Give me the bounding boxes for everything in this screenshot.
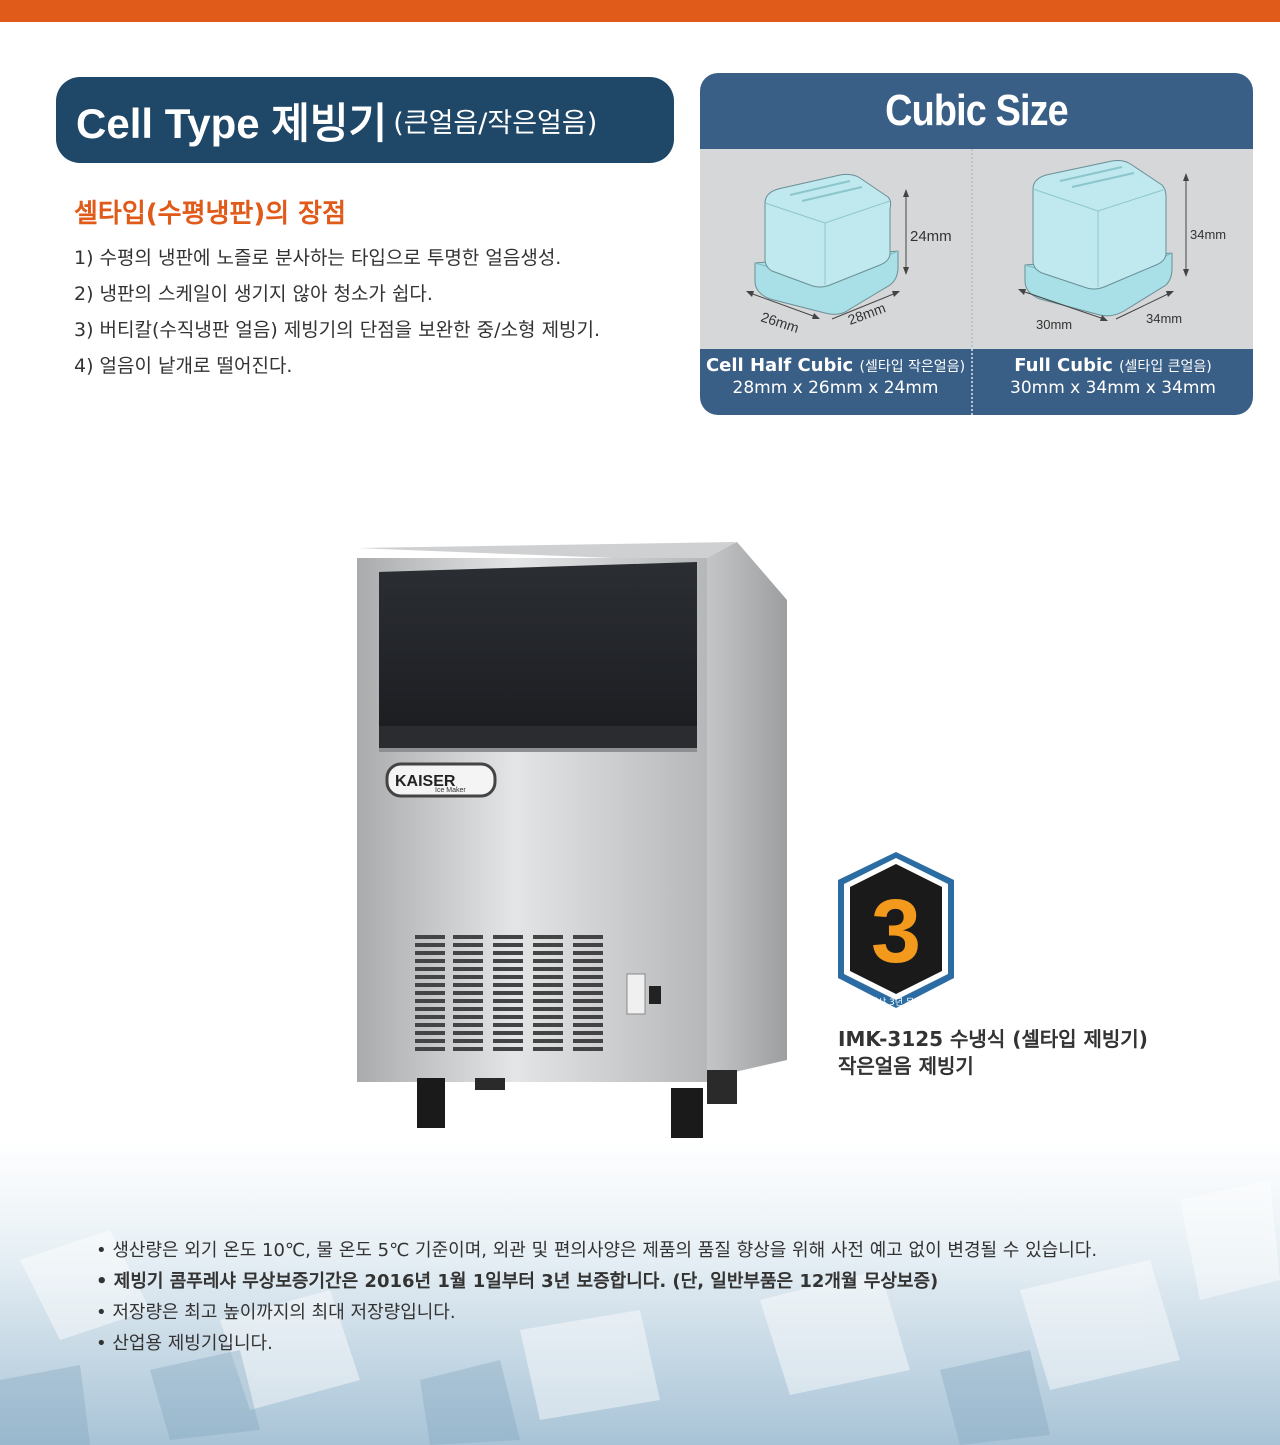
title-main: Cell Type 제빙기 <box>76 99 388 147</box>
full-cube-illustration: 34mm 30mm 34mm <box>1018 160 1226 332</box>
half-cube-illustration: 24mm 26mm 28mm <box>746 173 952 336</box>
half-dim-height: 24mm <box>910 228 952 245</box>
advantage-item: 1) 수평의 냉판에 노즐로 분사하는 타입으로 투명한 얼음생성. <box>74 247 562 269</box>
full-cubic-size: 30mm x 34mm x 34mm <box>1010 378 1216 398</box>
note-item: • 저장량은 최고 높이까지의 최대 저장량입니다. <box>96 1302 456 1323</box>
ice-background <box>0 1140 1280 1445</box>
full-cubic-name-sub: (셀타입 큰얼음) <box>1119 359 1212 375</box>
advantage-item: 4) 얼음이 낱개로 떨어진다. <box>74 355 293 377</box>
half-cubic-size: 28mm x 26mm x 24mm <box>732 378 939 398</box>
note-item: • 제빙기 콤푸레샤 무상보증기간은 2016년 1월 1일부터 3년 보증합니… <box>96 1271 939 1292</box>
full-dim-b: 34mm <box>1146 311 1182 326</box>
ice-maker-image: KAISER Ice Maker <box>357 542 787 1138</box>
top-accent-bar <box>0 0 1280 22</box>
model-caption: IMK-3125 수냉식 (셀타입 제빙기) 작은얼음 제빙기 <box>838 1026 1148 1080</box>
full-dim-height: 34mm <box>1190 227 1226 242</box>
half-dim-a: 26mm <box>759 309 801 336</box>
advantages-list: 1) 수평의 냉판에 노즐로 분사하는 타입으로 투명한 얼음생성. 2) 냉판… <box>74 240 600 384</box>
advantage-item: 3) 버티칼(수직냉판 얼음) 제빙기의 단점을 보완한 중/소형 제빙기. <box>74 319 601 341</box>
advantages-heading: 셀타입(수평냉판)의 장점 <box>74 199 347 229</box>
half-cubic-name-sub: (셀타입 작은얼음) <box>859 359 966 375</box>
notes-list: • 생산량은 외기 온도 10℃, 물 온도 5℃ 기준이며, 외관 및 편의사… <box>96 1235 1097 1359</box>
badge-number: 3 <box>871 882 921 982</box>
model-line-1: IMK-3125 수냉식 (셀타입 제빙기) <box>838 1027 1148 1051</box>
title-sub: (큰얼음/작은얼음) <box>393 107 598 139</box>
brand-logo: KAISER <box>395 773 456 790</box>
half-cubic-caption: Cell Half Cubic (셀타입 작은얼음) 28mm x 26mm x… <box>700 349 971 398</box>
cubic-divider <box>971 149 973 415</box>
cubic-size-title: Cubic Size <box>885 86 1069 135</box>
note-text: 생산량은 외기 온도 10℃, 물 온도 5℃ 기준이며, 외관 및 편의사양은… <box>112 1240 1098 1261</box>
vent-grille <box>415 935 603 1051</box>
full-cubic-caption: Full Cubic (셀타입 큰얼음) 30mm x 34mm x 34mm <box>973 349 1253 398</box>
note-item: • 생산량은 외기 온도 10℃, 물 온도 5℃ 기준이며, 외관 및 편의사… <box>96 1240 1098 1261</box>
model-line-2: 작은얼음 제빙기 <box>838 1054 974 1078</box>
note-text: 저장량은 최고 높이까지의 최대 저장량입니다. <box>112 1302 456 1323</box>
note-text: 제빙기 콤푸레샤 무상보증기간은 2016년 1월 1일부터 3년 보증합니다.… <box>113 1271 939 1292</box>
cubic-size-panel: Cubic Size 24mm 26mm 28mm <box>700 73 1253 415</box>
page-title: Cell Type 제빙기 (큰얼음/작은얼음) <box>56 77 674 163</box>
advantage-item: 2) 냉판의 스케일이 생기지 않아 청소가 쉽다. <box>74 283 433 305</box>
half-cubic-name: Cell Half Cubic <box>705 355 854 376</box>
full-cubic-name: Full Cubic <box>1014 355 1113 376</box>
warranty-badge: 3 컴프레샤 3년 무상보증 <box>838 852 954 1008</box>
full-dim-a: 30mm <box>1036 317 1072 332</box>
note-item: • 산업용 제빙기입니다. <box>96 1333 273 1354</box>
note-text: 산업용 제빙기입니다. <box>112 1333 273 1354</box>
badge-text: 컴프레샤 3년 무상보증 <box>853 996 939 1008</box>
brand-sub: Ice Maker <box>435 787 466 794</box>
